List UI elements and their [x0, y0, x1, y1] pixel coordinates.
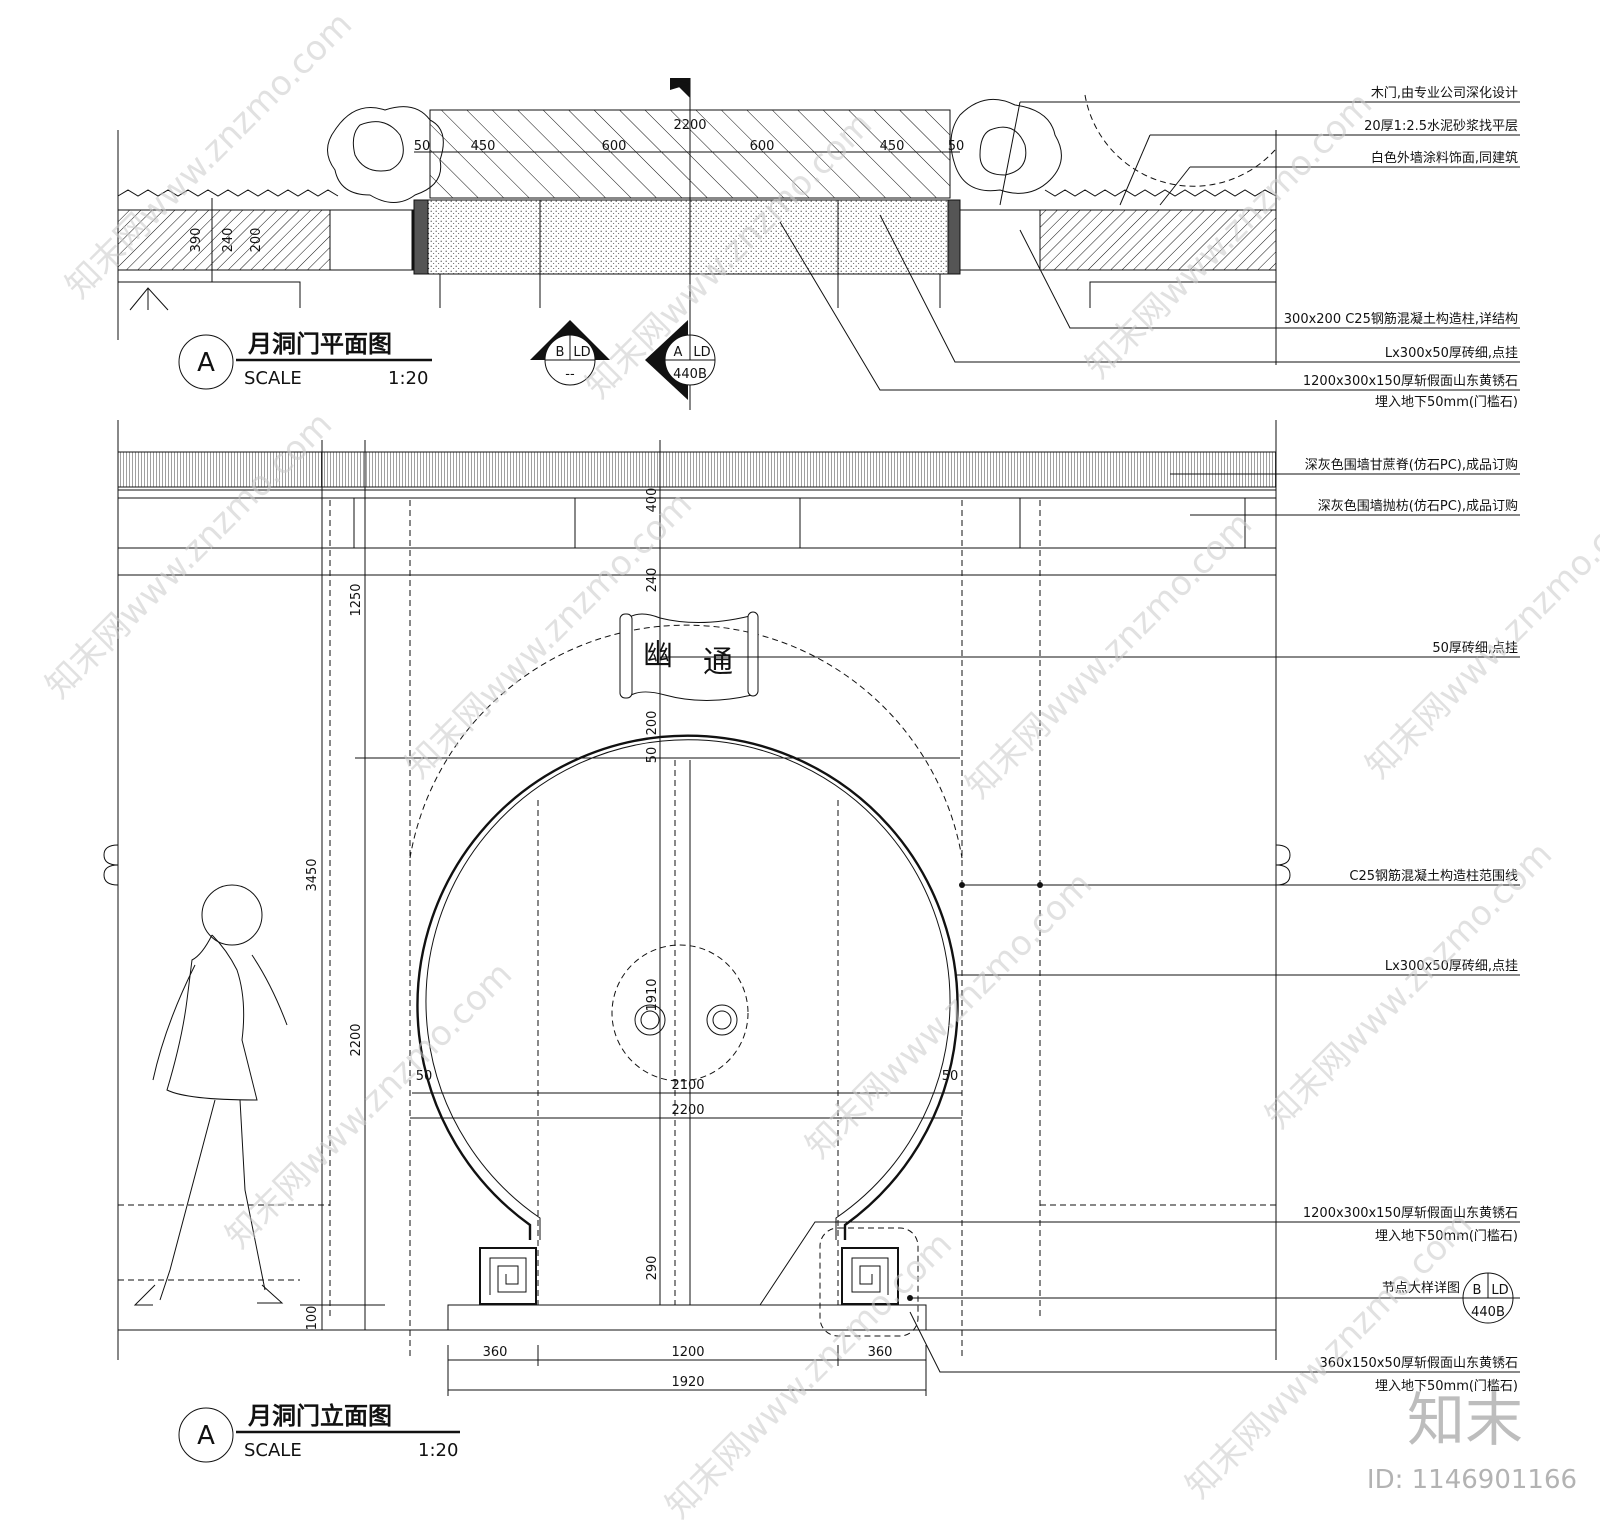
elev-note: C25钢筋混凝土构造柱范围线: [1349, 868, 1518, 884]
detail-ref-marker: B LD 440B: [1462, 1272, 1514, 1324]
watermark-text: 知末网www.znzmo.com: [958, 504, 1260, 806]
elev-dim-side: 50: [416, 1069, 433, 1084]
plan-dim: 450: [880, 139, 905, 154]
elev-dim: 1910: [645, 978, 660, 1011]
plan-dim: 390: [189, 228, 204, 253]
bottom-dims: 360 1200 360 1920: [447, 1345, 927, 1396]
plan-dim: 50: [414, 139, 431, 154]
section-b-letter: B: [556, 345, 565, 360]
plan-scale-value: 1:20: [388, 368, 428, 389]
plan-note: Lx300x50厚砖细,点挂: [1385, 346, 1518, 361]
section-a-letter: A: [674, 345, 683, 360]
elev-dim: 2200: [349, 1023, 364, 1056]
detail-ref-sheet: LD: [1491, 1283, 1508, 1298]
elev-note: 深灰色围墙抛枋(仿石PC),成品订购: [1318, 498, 1518, 514]
sign-char: 幽: [643, 638, 673, 673]
watermark-text: 知末网www.znzmo.com: [1358, 484, 1600, 786]
elevation-scale-value: 1:20: [418, 1440, 458, 1461]
elev-dim: 240: [645, 568, 660, 593]
plan-note: 木门,由专业公司深化设计: [1371, 86, 1518, 101]
plan-dim-total: 2200: [673, 118, 706, 133]
detail-ref-ref: 440B: [1471, 1305, 1505, 1320]
elev-note: 360x150x50厚斩假面山东黄锈石: [1319, 1356, 1518, 1371]
elevation-view: [103, 420, 1291, 1360]
elevation-scale-label: SCALE: [244, 1440, 302, 1461]
plan-notes: 木门,由专业公司深化设计 20厚1:2.5水泥砂浆找平层 白色外墙涂料饰面,同建…: [779, 86, 1520, 410]
plan-note: 1200x300x150厚斩假面山东黄锈石: [1303, 374, 1518, 389]
section-marker-b: B LD --: [530, 320, 610, 386]
elev-dim-outer: 2200: [671, 1103, 704, 1118]
plan-dim: 240: [221, 228, 236, 253]
plan-dims-left: 390 240 200: [189, 228, 264, 253]
watermark-text: 知末网www.znzmo.com: [798, 864, 1100, 1166]
elevation-title: 月洞门立面图: [247, 1402, 392, 1430]
plan-note: 20厚1:2.5水泥砂浆找平层: [1364, 119, 1518, 134]
section-b-sheet: LD: [573, 345, 590, 360]
elev-note: 1200x300x150厚斩假面山东黄锈石: [1303, 1206, 1518, 1221]
plan-scale-label: SCALE: [244, 368, 302, 389]
watermark-id: ID: 1146901166: [1367, 1465, 1577, 1495]
elev-dim: 400: [645, 488, 660, 513]
watermark-text: 知末网www.znzmo.com: [38, 404, 340, 706]
plan-note: 埋入地下50mm(门槛石): [1375, 395, 1518, 410]
plan-dim: 50: [948, 139, 965, 154]
elev-dim: 3450: [305, 858, 320, 891]
plan-note: 300x200 C25钢筋混凝土构造柱,详结构: [1284, 311, 1518, 327]
elev-dim: 1250: [349, 583, 364, 616]
section-marker-a: A LD 440B: [645, 320, 716, 400]
plan-dim: 600: [750, 139, 775, 154]
elev-note: 埋入地下50mm(门槛石): [1375, 1229, 1518, 1244]
elev-dim-side: 50: [942, 1069, 959, 1084]
plan-dim: 600: [602, 139, 627, 154]
section-b-ref: --: [565, 367, 575, 382]
elev-dim: 290: [645, 1256, 660, 1281]
elev-dim: 200: [645, 711, 660, 736]
elevation-marker: A: [197, 1421, 215, 1451]
elev-note: Lx300x50厚砖细,点挂: [1385, 959, 1518, 974]
plan-dim: 200: [249, 228, 264, 253]
bottom-dim-total: 1920: [671, 1375, 704, 1390]
sign-char: 通: [703, 645, 733, 680]
elev-note: 深灰色围墙甘蔗脊(仿石PC),成品订购: [1305, 457, 1518, 473]
bottom-dim: 1200: [671, 1345, 704, 1360]
elev-note: 埋入地下50mm(门槛石): [1375, 1379, 1518, 1394]
plan-dim: 450: [471, 139, 496, 154]
plan-marker: A: [197, 348, 215, 378]
bottom-dim: 360: [483, 1345, 508, 1360]
scale-figure: [118, 884, 300, 1306]
bottom-dim: 360: [868, 1345, 893, 1360]
plan-note: 白色外墙涂料饰面,同建筑: [1371, 150, 1518, 166]
section-a-ref: 440B: [673, 367, 707, 382]
watermark-logo: 知末: [1407, 1386, 1523, 1454]
elev-note: 节点大样详图: [1382, 1281, 1460, 1296]
plan-dims-top: 50 450 600 600 450 50: [414, 139, 965, 154]
elev-dim-inner: 2100: [671, 1078, 704, 1093]
section-a-sheet: LD: [693, 345, 710, 360]
elevation-marker-circle: [178, 1407, 234, 1463]
elevation-notes: 深灰色围墙甘蔗脊(仿石PC),成品订购 深灰色围墙抛枋(仿石PC),成品订购 5…: [660, 457, 1520, 1394]
elev-note: 50厚砖细,点挂: [1432, 641, 1518, 656]
watermark-text: 知末网www.znzmo.com: [218, 954, 520, 1256]
plan-view: [117, 78, 1277, 410]
detail-ref-letter: B: [1473, 1283, 1482, 1298]
elevation-dims: 1250 3450 2200 100 400 240 200 50 1910 2…: [305, 488, 958, 1331]
elev-dim: 50: [645, 747, 660, 764]
elev-dim: 100: [305, 1306, 320, 1331]
watermark-text: 知末网www.znzmo.com: [658, 1224, 960, 1520]
plan-marker-circle: [178, 334, 234, 390]
plan-title: 月洞门平面图: [247, 330, 392, 358]
sign-plaque: 幽 通: [619, 611, 759, 701]
